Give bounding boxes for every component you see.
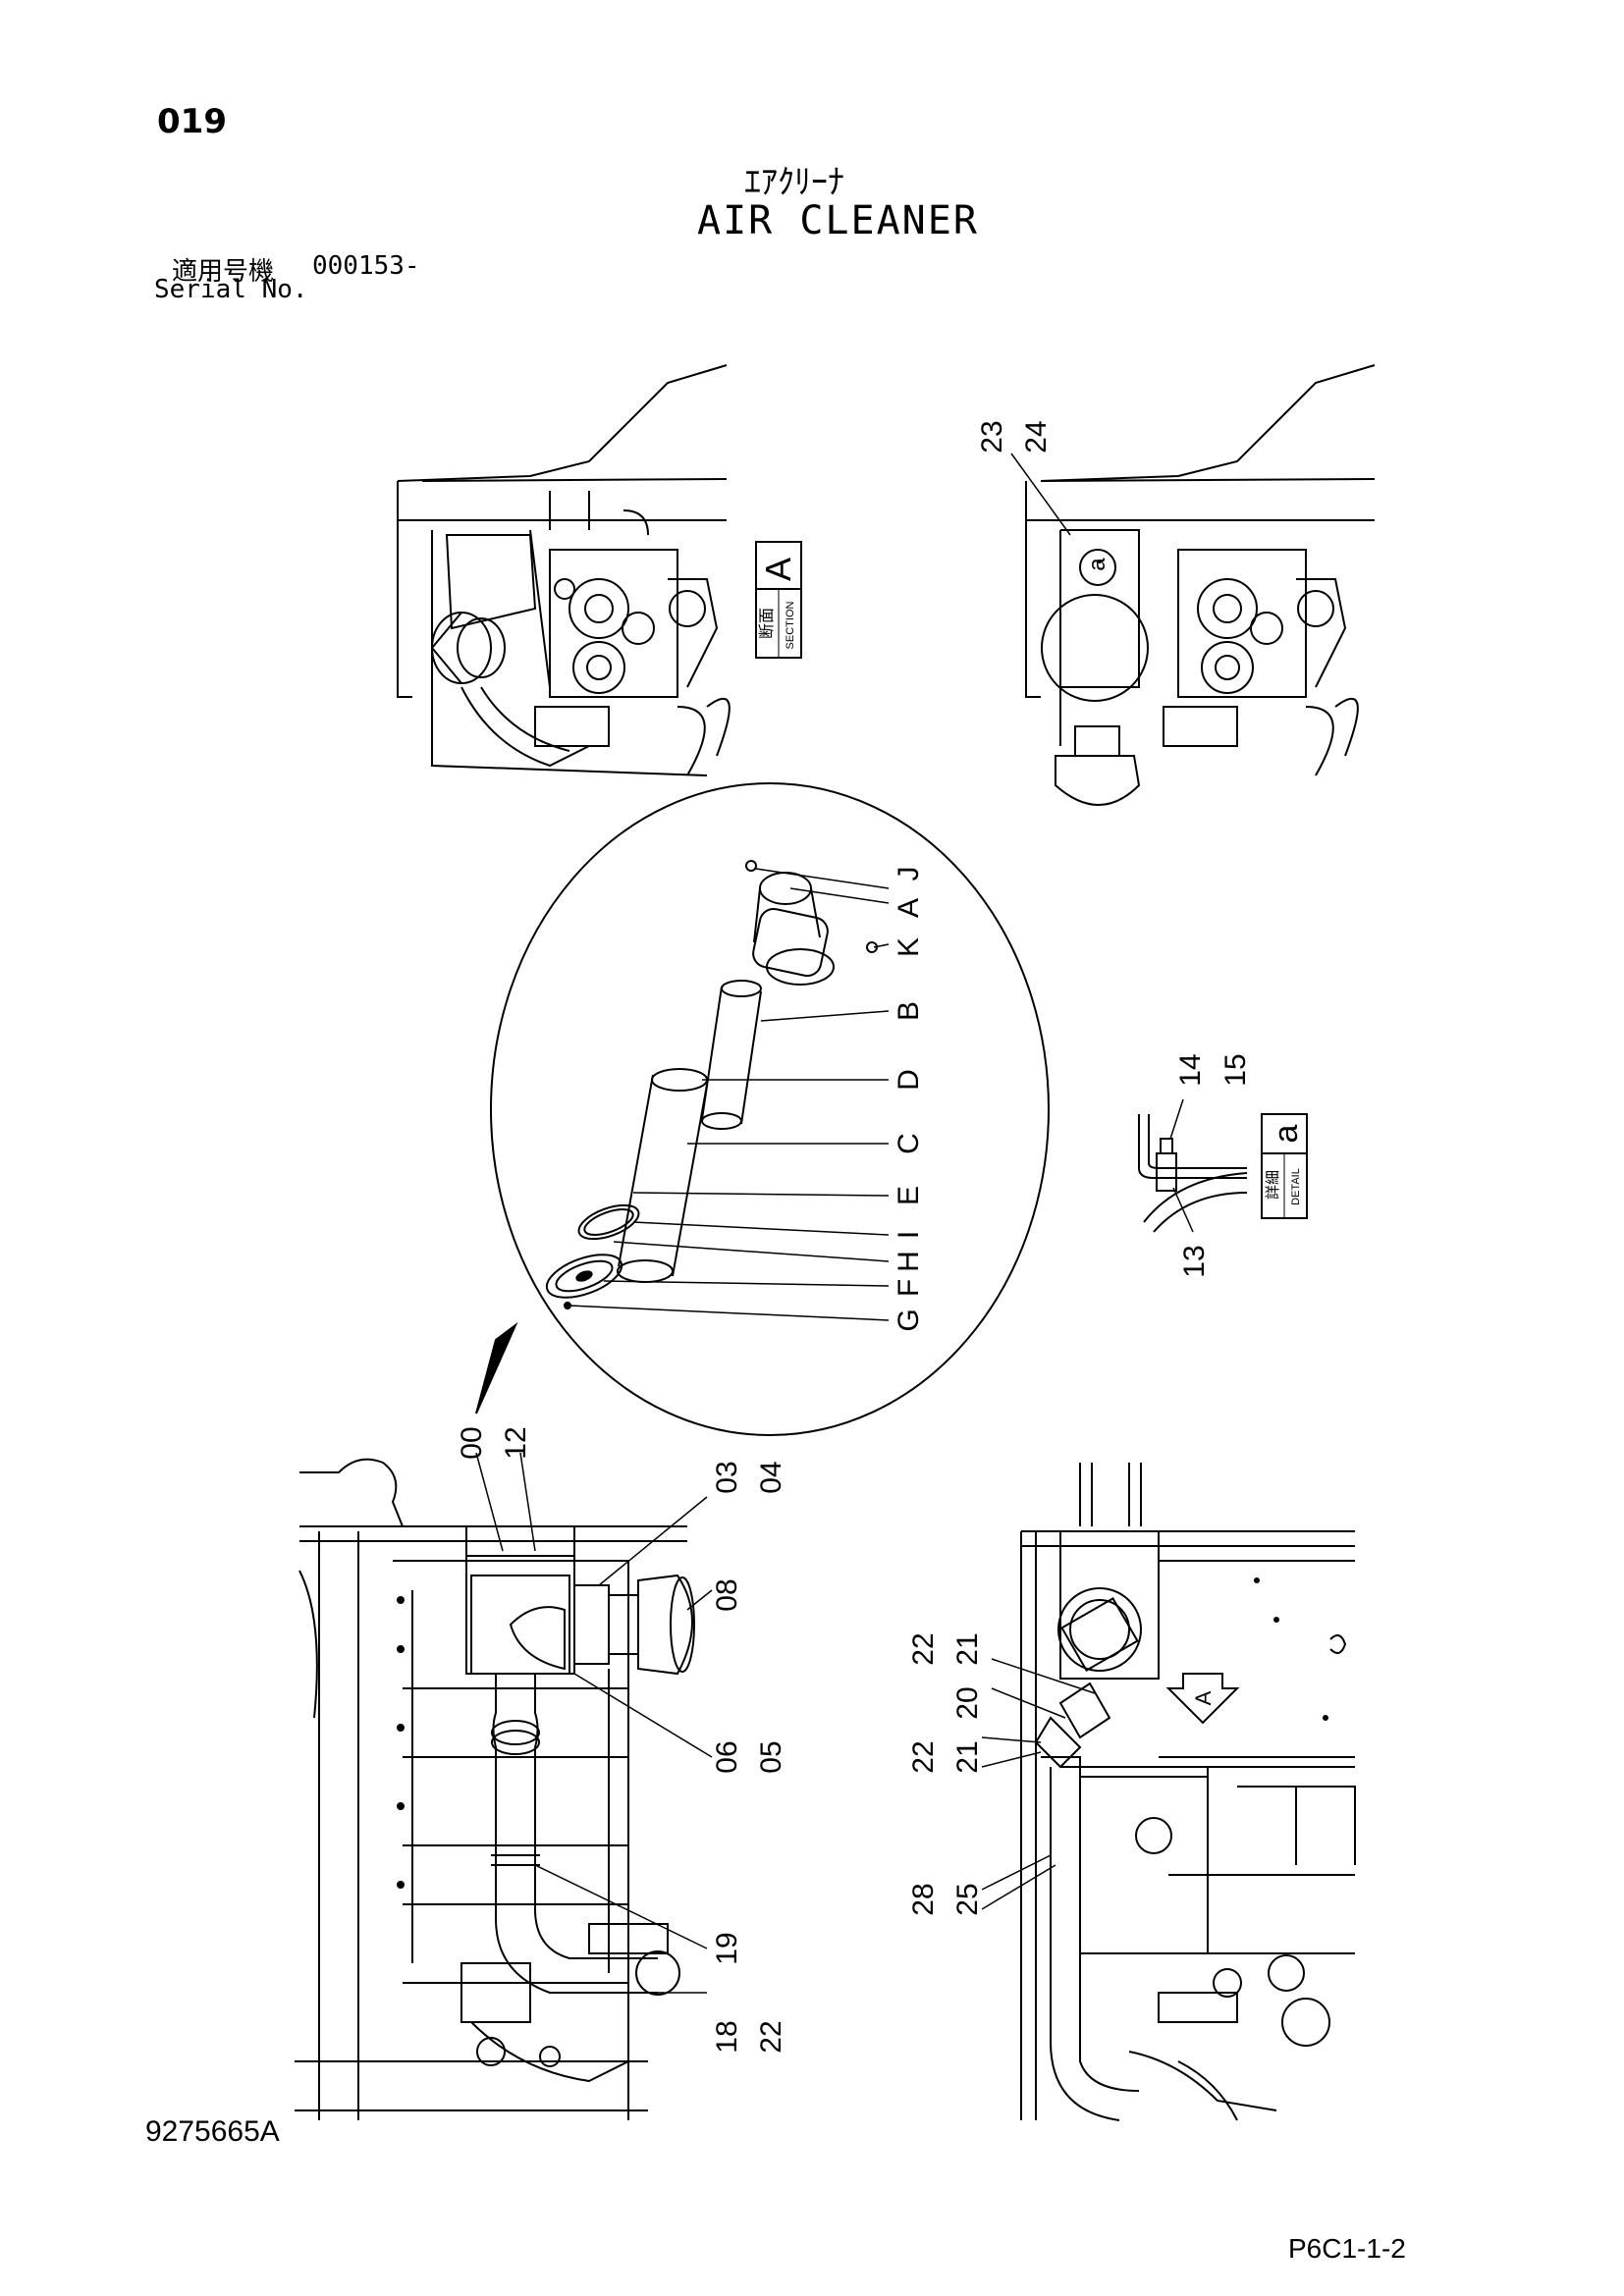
callout-04: 04	[755, 1461, 787, 1493]
detail-a-label-box	[1261, 1113, 1308, 1219]
section-a-label-box	[755, 541, 802, 659]
callout-28: 28	[907, 1883, 940, 1915]
serial-value: 000153-	[312, 251, 420, 281]
section-arrow-a-letter: A	[1191, 1690, 1216, 1705]
callout-21-upper: 21	[951, 1632, 984, 1665]
sheet-code: P6C1-1-2	[1288, 2233, 1406, 2264]
callout-E: E	[893, 1186, 925, 1205]
front-view-right	[1010, 364, 1376, 806]
callout-19: 19	[711, 1932, 743, 1964]
side-view-right	[981, 1463, 1356, 2121]
detail-a-letter: a	[1268, 1124, 1305, 1143]
callout-25: 25	[951, 1883, 984, 1915]
callout-24: 24	[1020, 420, 1053, 453]
callout-14: 14	[1174, 1053, 1207, 1086]
callout-22-upper: 22	[907, 1632, 940, 1665]
page-number: 019	[157, 102, 227, 141]
callout-00: 00	[456, 1426, 488, 1459]
title-japanese: ｴｱｸﾘｰﾅ	[744, 163, 844, 202]
callout-05: 05	[755, 1740, 787, 1773]
callout-20: 20	[951, 1686, 984, 1719]
callout-J: J	[893, 867, 925, 881]
callout-22-lower: 22	[907, 1740, 940, 1773]
callout-12: 12	[500, 1426, 532, 1459]
callout-21-lower: 21	[951, 1740, 984, 1773]
callout-13: 13	[1178, 1245, 1211, 1277]
serial-label-english: Serial No.	[154, 275, 308, 304]
callout-G: G	[893, 1308, 925, 1331]
callout-H: H	[893, 1251, 925, 1272]
callout-B: B	[893, 1001, 925, 1021]
callout-I: I	[893, 1231, 925, 1239]
section-a-letter: A	[758, 558, 798, 581]
detail-a-jp: 詳細	[1265, 1170, 1281, 1200]
callout-D: D	[893, 1069, 925, 1091]
detail-marker-a: a	[1084, 558, 1110, 571]
section-a-en: SECTION	[785, 602, 796, 650]
callout-K: K	[893, 937, 925, 957]
callout-A: A	[893, 898, 925, 918]
callout-03: 03	[711, 1461, 743, 1493]
callout-22: 22	[755, 2020, 787, 2053]
callout-F: F	[893, 1279, 925, 1297]
exploded-view	[475, 782, 1050, 1436]
detail-a-en: DETAIL	[1290, 1168, 1302, 1205]
callout-08: 08	[711, 1578, 743, 1611]
document-code: 9275665A	[145, 2115, 280, 2148]
front-view-left	[397, 364, 731, 776]
callout-06: 06	[711, 1740, 743, 1773]
serial-label-japanese: 適用号機	[172, 257, 275, 287]
section-a-jp: 断面	[758, 608, 776, 639]
callout-C: C	[893, 1133, 925, 1154]
callout-15: 15	[1219, 1053, 1252, 1086]
callout-18: 18	[711, 2020, 743, 2053]
callout-23: 23	[976, 420, 1008, 453]
title-english: AIR CLEANER	[697, 198, 979, 243]
detail-a-view	[1138, 1098, 1248, 1233]
side-view-left	[295, 1452, 713, 2120]
